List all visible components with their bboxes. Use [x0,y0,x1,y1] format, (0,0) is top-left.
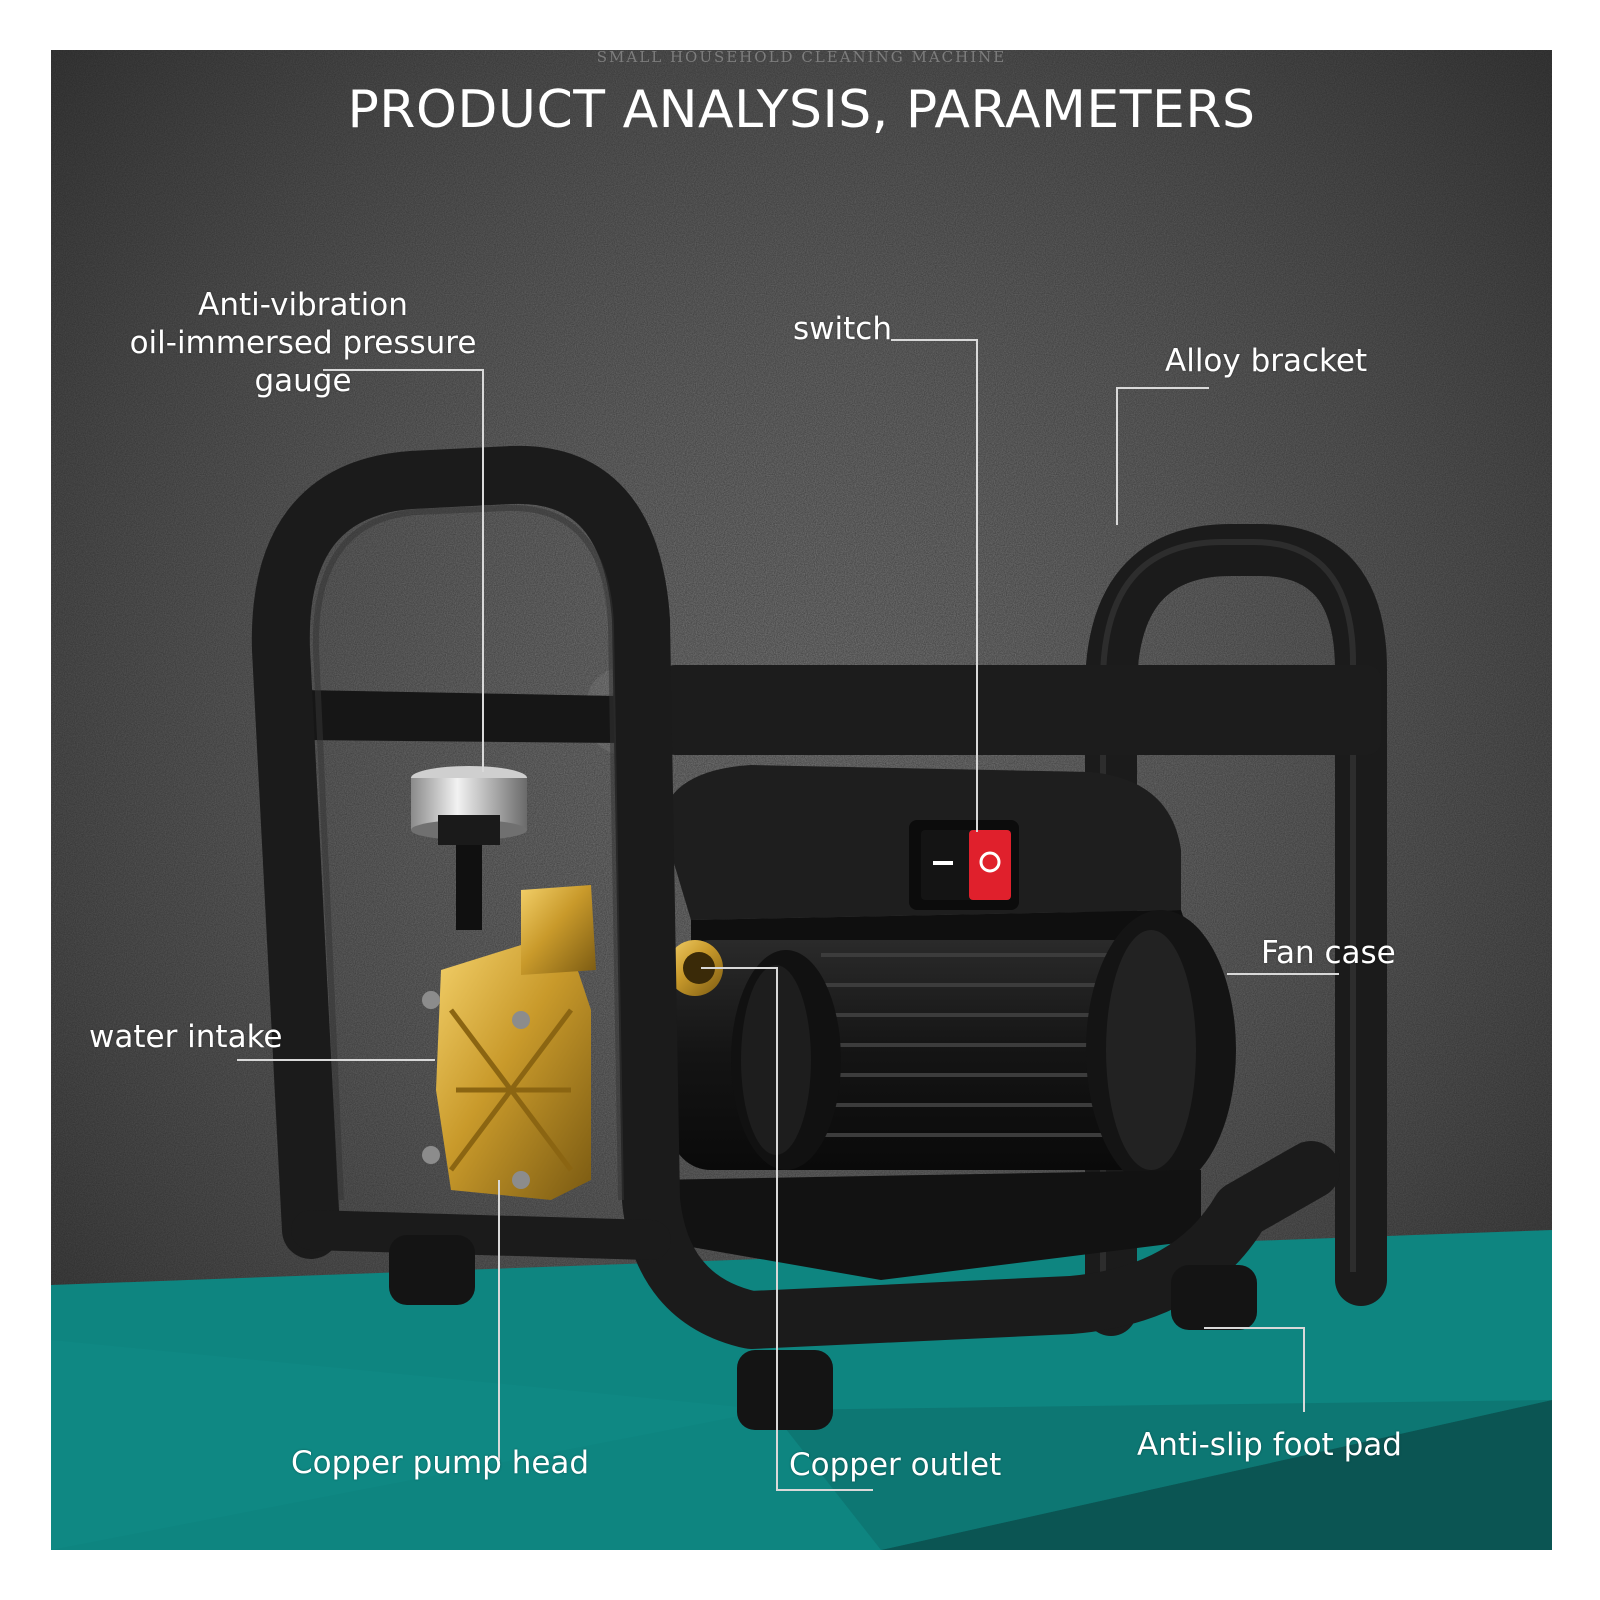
callout-pressure-gauge-line-3: gauge [254,363,352,399]
callout-pressure-gauge-line-2: oil-immersed pressure [129,325,477,361]
callout-anti-slip-foot-pad: Anti-slip foot pad [1137,1427,1402,1463]
page-subtitle: SMALL HOUSEHOLD CLEANING MACHINE [596,50,1007,66]
callout-switch: switch [793,311,892,347]
callout-pressure-gauge: Anti-vibration oil-immersed pressure gau… [113,286,493,400]
foot-pad-left [389,1235,475,1305]
callout-pressure-gauge-line-1: Anti-vibration [198,287,408,323]
foot-pad-front [737,1350,833,1430]
rear-frame [1085,524,1387,1336]
page-title: PRODUCT ANALYSIS, PARAMETERS [347,80,1256,140]
foot-pad-right [1171,1265,1257,1330]
product-image-frame: CHANT [51,50,1552,1550]
callout-water-intake: water intake [89,1019,283,1055]
pressure-washer-scene: CHANT [51,50,1552,1550]
leader-lines [237,339,1339,1491]
callout-copper-pump-head: Copper pump head [291,1445,590,1481]
base-plate [651,1170,1201,1280]
front-frame [251,445,1340,1349]
callout-alloy-bracket: Alloy bracket [1165,343,1368,379]
callout-copper-outlet: Copper outlet [789,1447,1002,1483]
callout-fan-case: Fan case [1261,935,1396,971]
